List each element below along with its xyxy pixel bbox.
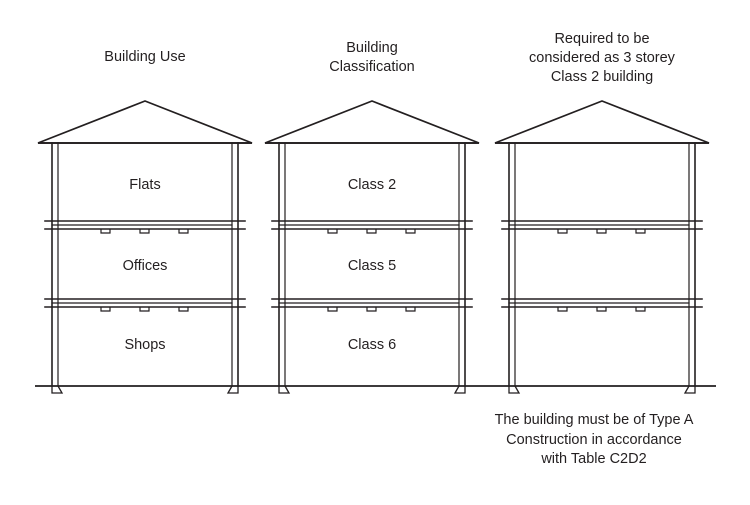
footings-required-classification <box>508 385 696 394</box>
column-heading-building-classification: Building Classification <box>329 40 415 75</box>
walls-building-use <box>51 142 239 387</box>
footnote-text: The building must be of Type A Construct… <box>494 412 694 467</box>
floor-label-building-classification-ground: Class 6 <box>347 337 397 353</box>
column-heading-building-use: Building Use <box>104 49 186 65</box>
building-shape-building-use <box>37 100 253 394</box>
roof-building-use <box>37 100 253 144</box>
floor-slab-required-classification-upper <box>501 220 703 234</box>
footings-building-classification <box>278 385 466 394</box>
building-shape-required-classification <box>494 100 710 394</box>
floor-label-building-use-top: Flats <box>129 177 161 193</box>
floor-slab-building-use-lower <box>44 298 246 312</box>
floor-label-building-use-middle: Offices <box>122 258 168 274</box>
walls-building-classification <box>278 142 466 387</box>
building-shape-building-classification <box>264 100 480 394</box>
roof-building-classification <box>264 100 480 144</box>
footings-building-use <box>51 385 239 394</box>
floor-slab-building-use-upper <box>44 220 246 234</box>
column-heading-required-classification: Required to be considered as 3 storey Cl… <box>529 31 675 85</box>
walls-required-classification <box>508 142 696 387</box>
floor-label-building-use-ground: Shops <box>124 337 166 353</box>
floor-slab-building-classification-lower <box>271 298 473 312</box>
floor-label-building-classification-middle: Class 5 <box>347 258 397 274</box>
floor-slab-required-classification-lower <box>501 298 703 312</box>
roof-required-classification <box>494 100 710 144</box>
floor-label-building-classification-top: Class 2 <box>347 177 397 193</box>
floor-slab-building-classification-upper <box>271 220 473 234</box>
